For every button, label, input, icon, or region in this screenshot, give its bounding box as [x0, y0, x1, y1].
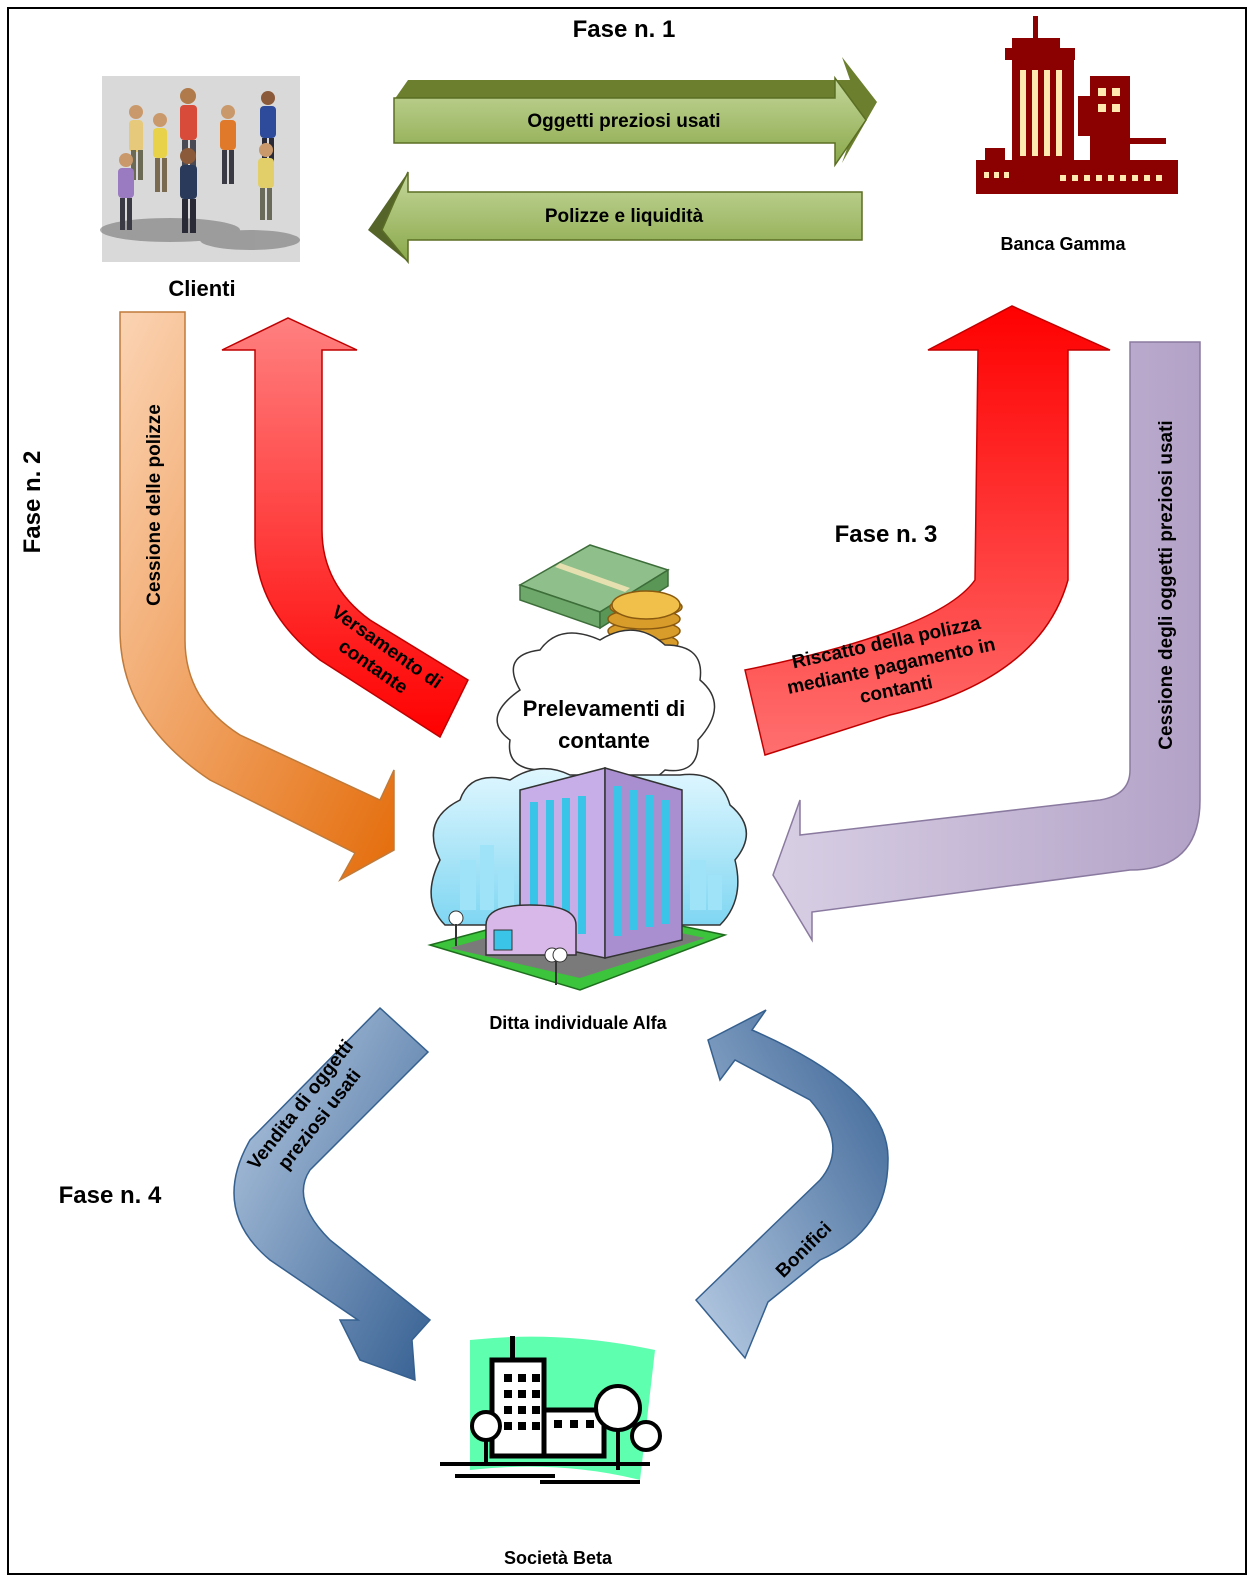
page-border — [7, 7, 1247, 1575]
arrow-versamento-contante — [221, 317, 469, 739]
arrow-cessione-polizze — [119, 311, 395, 882]
phase-1-label: Fase n. 1 — [573, 16, 676, 43]
cloud-shape — [496, 629, 716, 786]
polizze-arrow-label: Polizze e liquidità — [545, 206, 704, 227]
people-group-icon — [100, 76, 300, 262]
banca-gamma-label: Banca Gamma — [1000, 234, 1126, 254]
arrow-bonifici — [694, 1009, 889, 1360]
arrow-riscatto-polizza — [744, 305, 1111, 756]
cessione-oggetti-label: Cessione degli oggetti preziosi usati — [1156, 420, 1177, 749]
office-building-icon — [427, 767, 748, 991]
phase-4-label: Fase n. 4 — [59, 1182, 162, 1209]
money-coins-icon — [518, 544, 683, 666]
societa-beta-label: Società Beta — [504, 1548, 613, 1568]
company-building-icon — [440, 1336, 662, 1484]
bank-windows — [984, 70, 1162, 181]
cloud-label-line2: contante — [558, 728, 650, 753]
oggetti-arrow-label: Oggetti preziosi usati — [527, 111, 720, 132]
cessione-polizze-label: Cessione delle polizze — [144, 404, 165, 606]
ditta-alfa-label: Ditta individuale Alfa — [489, 1013, 667, 1033]
arrow-polizze-liquidita — [368, 171, 863, 265]
arrow-vendita-oggetti — [233, 1006, 432, 1382]
clienti-label: Clienti — [168, 276, 235, 301]
phase-2-label: Fase n. 2 — [19, 451, 46, 554]
bank-building-icon — [976, 16, 1178, 194]
cloud-label-line1: Prelevamenti di — [523, 696, 686, 721]
arrow-oggetti-preziosi — [393, 57, 877, 168]
phase-3-label: Fase n. 3 — [835, 521, 938, 548]
arrow-cessione-oggetti — [772, 341, 1201, 943]
